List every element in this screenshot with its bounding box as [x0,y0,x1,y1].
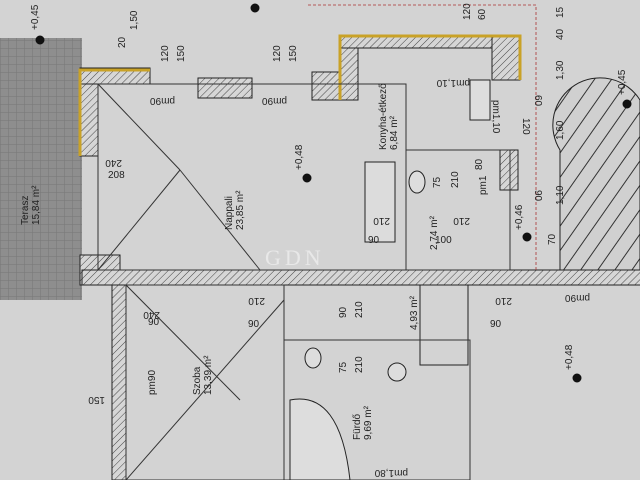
svg-text:+0,45: +0,45 [617,69,628,95]
svg-text:210: 210 [354,356,365,373]
svg-text:90: 90 [532,190,543,202]
svg-text:pm1: pm1 [478,175,489,195]
toilet-icon [304,347,322,369]
svg-text:pm1,80: pm1,80 [374,467,408,478]
svg-text:90: 90 [338,306,349,318]
svg-text:210: 210 [248,295,265,306]
svg-text:+0,48: +0,48 [294,144,305,170]
svg-text:Szoba13,39 m²: Szoba13,39 m² [192,355,214,395]
svg-text:75: 75 [432,176,443,188]
svg-text:60: 60 [532,95,543,107]
svg-text:120: 120 [462,3,473,20]
svg-text:1,60: 1,60 [555,120,566,140]
living-name: Nappali [224,196,235,230]
level-labels: +0,45 +0,45 +0,48 +0,46 +0,48 [30,4,628,370]
level-markers [35,3,632,383]
svg-text:Terasz15,84 m²: Terasz15,84 m² [20,185,42,225]
terrace-name: Terasz [20,196,31,225]
svg-text:pm90: pm90 [262,95,287,106]
svg-text:240: 240 [105,157,122,168]
svg-text:20: 20 [117,36,128,48]
svg-text:90: 90 [248,319,260,330]
bedroom-name: Szoba [192,366,203,395]
svg-text:Konyha-étkező6,84 m²: Konyha-étkező6,84 m² [378,83,400,150]
washbasin-icon [387,362,407,382]
sink-icon [469,79,491,121]
garden [552,77,640,271]
svg-text:90: 90 [368,235,380,246]
room-outlines [97,83,511,480]
svg-text:120: 120 [520,118,531,135]
svg-text:240: 240 [143,309,160,320]
svg-text:40: 40 [555,28,566,40]
svg-text:pm1,10: pm1,10 [436,77,470,88]
svg-text:210: 210 [453,215,470,226]
svg-text:1,50: 1,50 [129,10,140,30]
svg-text:208: 208 [108,170,125,181]
svg-text:210: 210 [373,215,390,226]
svg-text:Nappali23,85 m²: Nappali23,85 m² [224,190,246,230]
room-labels: Terasz15,84 m² Nappali23,85 m² Konyha-ét… [20,83,440,440]
svg-text:80: 80 [474,158,485,170]
svg-text:15: 15 [555,6,566,18]
dimension-labels: 120 150 120 150 pm90 pm90 pm90 pm90 20 1… [88,3,590,478]
terrace-floor [0,38,82,300]
svg-text:1,30: 1,30 [555,60,566,80]
svg-text:+0,45: +0,45 [30,4,41,30]
svg-text:pm1,10: pm1,10 [490,100,501,134]
svg-text:+0,46: +0,46 [514,204,525,230]
svg-text:210: 210 [354,301,365,318]
svg-text:1,10: 1,10 [555,185,566,205]
hall-area: 4,93 m² [409,295,420,330]
svg-text:+0,48: +0,48 [564,344,575,370]
kitchen-name: Konyha-étkező [378,83,389,150]
svg-text:pm90: pm90 [565,292,590,303]
svg-text:60: 60 [477,8,488,20]
svg-text:75: 75 [338,361,349,373]
svg-text:90: 90 [490,319,502,330]
svg-text:pm90: pm90 [147,370,158,395]
dining-table [364,161,396,243]
bathtub-icon [289,398,351,480]
svg-text:pm90: pm90 [150,95,175,106]
svg-text:150: 150 [288,45,299,62]
svg-text:100: 100 [435,235,452,246]
svg-text:70: 70 [547,233,558,245]
wc-area: 2,74 m² [429,215,440,250]
svg-text:120: 120 [272,45,283,62]
bathroom-name: Fürdő [352,413,363,440]
toilet-icon [408,170,426,194]
svg-text:90: 90 [148,317,160,328]
svg-text:210: 210 [450,171,461,188]
watermark: GDN [265,245,325,270]
svg-text:120: 120 [160,45,171,62]
svg-text:Fürdő9,69 m²: Fürdő9,69 m² [352,405,374,440]
svg-text:210: 210 [495,295,512,306]
svg-text:150: 150 [88,394,105,405]
svg-text:150: 150 [176,45,187,62]
